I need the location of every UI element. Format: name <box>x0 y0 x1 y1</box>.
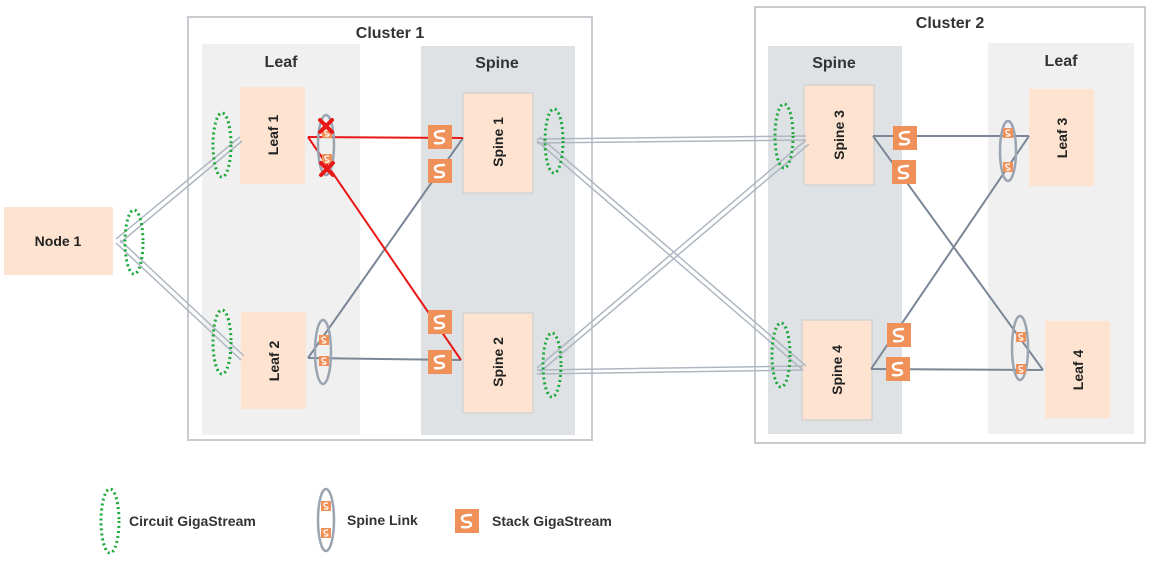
link-node1-leaf2 <box>115 239 245 361</box>
spine-link-leaf4 <box>1010 314 1030 382</box>
circuit-spine1 <box>543 107 565 175</box>
cluster-2-spine-heading: Spine <box>812 55 856 72</box>
spine-link-leaf1 <box>316 113 336 177</box>
leaf-2-label: Leaf 2 <box>266 341 282 382</box>
failure-x-icon <box>319 161 335 177</box>
cluster-2-title: Cluster 2 <box>916 15 985 32</box>
stack-icon <box>426 348 454 376</box>
circuit-ellipses <box>123 102 795 399</box>
link-node1-leaf1 <box>115 136 243 244</box>
circuit-leaf2 <box>211 308 233 376</box>
leaf-3-label: Leaf 3 <box>1054 118 1070 159</box>
node-1-label: Node 1 <box>35 233 82 249</box>
spine-1-box <box>462 92 534 194</box>
failure-x-icon <box>318 118 334 134</box>
double-links <box>115 135 810 375</box>
mini-stack-icon <box>318 334 330 346</box>
legend-spine-link-icon <box>316 487 336 553</box>
circuit-node1 <box>123 208 145 276</box>
spine-link-leaf3 <box>998 119 1018 183</box>
circuit-spine3 <box>773 102 795 170</box>
spine-3-box <box>803 84 875 186</box>
spine-1-label: Spine 1 <box>490 117 506 167</box>
legend-circuit-icon <box>99 487 121 555</box>
cluster-2-leaf-heading: Leaf <box>1045 53 1079 70</box>
mini-stack-icon <box>320 500 332 512</box>
leaf-4-box <box>1045 321 1110 418</box>
spine-link-ellipses <box>313 113 1030 386</box>
stack-icon <box>890 158 918 186</box>
mini-stack-icon <box>1015 331 1027 343</box>
cluster-1-title: Cluster 1 <box>356 25 425 42</box>
legend-stack-label: Stack GigaStream <box>492 513 612 529</box>
legend-circuit-label: Circuit GigaStream <box>129 513 256 529</box>
spine-4-label: Spine 4 <box>829 345 845 395</box>
circuit-leaf1 <box>211 111 233 179</box>
leaf-1-box <box>240 87 305 184</box>
mini-stack-icon <box>318 355 330 367</box>
mini-stack-icon <box>1015 363 1027 375</box>
mini-stack-icon <box>320 527 332 539</box>
node-1-box <box>4 207 113 275</box>
stack-icon <box>426 157 454 185</box>
mini-stack-icon <box>1002 161 1014 173</box>
stack-icon <box>891 124 919 152</box>
stack-icon <box>426 123 454 151</box>
stack-icon <box>426 308 454 336</box>
spine-2-box <box>462 312 534 414</box>
circuit-spine2 <box>541 331 563 399</box>
leaf-2-box <box>241 312 306 409</box>
leaf-3-box <box>1029 89 1094 186</box>
legend-stack-icon <box>453 507 481 535</box>
link-spine1-spine3 <box>536 135 807 144</box>
stack-icon <box>885 321 913 349</box>
cluster-1-spine-heading: Spine <box>475 55 519 72</box>
link-spine2-spine3 <box>536 139 810 373</box>
legend: Circuit GigaStream Spine Link Stack Giga… <box>99 487 612 555</box>
nodes <box>4 84 1110 421</box>
spine-3-label: Spine 3 <box>831 110 847 160</box>
spine-link-leaf2 <box>313 318 333 386</box>
node-labels: Node 1 Leaf 1 Leaf 2 Spine 1 Spine 2 Spi… <box>35 110 1086 395</box>
mini-stack-icon <box>1002 127 1014 139</box>
cluster-1-leaf-heading: Leaf <box>265 54 299 71</box>
failure-marks <box>318 118 335 177</box>
mini-stack-icon <box>321 153 333 165</box>
legend-spine-link-label: Spine Link <box>347 512 418 528</box>
circuit-spine4 <box>770 321 792 389</box>
leaf-4-label: Leaf 4 <box>1070 350 1086 391</box>
stack-icon <box>884 355 912 383</box>
link-spine2-spine4 <box>536 365 804 375</box>
leaf-1-label: Leaf 1 <box>265 115 281 156</box>
spine-2-label: Spine 2 <box>490 337 506 387</box>
